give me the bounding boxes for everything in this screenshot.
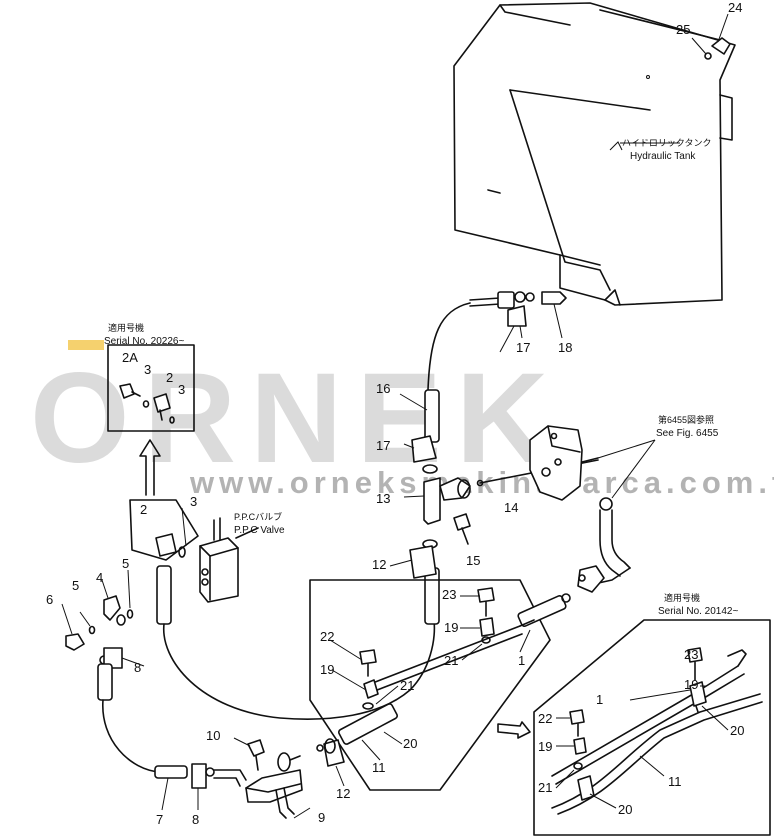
- callout-21-center-top: 21: [444, 653, 458, 668]
- callout-1-center: 1: [518, 653, 525, 668]
- leader-lines: [61, 325, 729, 811]
- callout-17-upper: 17: [516, 340, 530, 355]
- cap-part-24: [691, 13, 731, 60]
- bottom-manifold: [233, 737, 311, 819]
- callout-6: 6: [46, 592, 53, 607]
- inset-serial-20226: [107, 344, 195, 432]
- callout-3-inset-left: 3: [144, 362, 151, 377]
- inset-serial-20142: [533, 619, 771, 836]
- callout-17-lower: 17: [376, 438, 390, 453]
- callout-19-inset-low: 19: [538, 739, 552, 754]
- callout-11-inset: 11: [668, 774, 682, 789]
- callout-2-inset: 2: [166, 370, 173, 385]
- bolt-22: [359, 649, 379, 710]
- callout-7: 7: [156, 812, 163, 827]
- center-frame: [309, 579, 551, 791]
- callout-20-center: 20: [403, 736, 417, 751]
- valve-label-en: P.P.C Valve: [234, 525, 285, 536]
- callout-21-inset: 21: [538, 780, 552, 795]
- pipe-11: [316, 703, 398, 767]
- callout-9: 9: [318, 810, 325, 825]
- callout-19-inset-top: 19: [684, 677, 698, 692]
- callout-20-inset-right: 20: [730, 723, 744, 738]
- serial-bottom-en: Serial No. 20142~: [658, 606, 738, 617]
- serial-top-jp: 適用号機: [108, 322, 144, 333]
- callout-12-lower: 12: [336, 786, 350, 801]
- inset-frame-right: [533, 619, 771, 836]
- tank-label-en: Hydraulic Tank: [630, 151, 696, 162]
- callout-16: 16: [376, 381, 390, 396]
- inset-frame-top: [107, 344, 195, 432]
- callout-21-center-low: 21: [400, 678, 414, 693]
- callout-25: 25: [676, 22, 690, 37]
- valve-block: [529, 425, 656, 501]
- callout-12-upper: 12: [372, 557, 386, 572]
- callout-19-center-top: 19: [444, 620, 458, 635]
- callout-23-center: 23: [442, 587, 456, 602]
- serial-top-en: Serial No. 20226~: [104, 336, 184, 347]
- callout-23-inset: 23: [684, 647, 698, 662]
- annotation-text: ハイドロリックタンク Hydraulic Tank P.P.Cバルブ P.P.C…: [104, 138, 738, 617]
- tank-label-jp: ハイドロリックタンク: [622, 138, 711, 148]
- callout-8-lower: 8: [192, 812, 199, 827]
- callout-3-inset-right: 3: [178, 382, 185, 397]
- callout-5-right: 5: [122, 556, 129, 571]
- callout-14: 14: [504, 500, 518, 515]
- callout-13: 13: [376, 491, 390, 506]
- watermark: ORNEK www.orneksmakinaparca.com.tr: [30, 340, 774, 500]
- watermark-brand: ORNEK: [30, 347, 562, 490]
- callout-2A: 2A: [122, 350, 138, 365]
- right-pipe: [577, 497, 631, 593]
- bolt-23: [477, 587, 495, 644]
- callout-10: 10: [206, 728, 220, 743]
- callout-4: 4: [96, 570, 103, 585]
- callout-5-left: 5: [72, 578, 79, 593]
- left-fittings: [65, 569, 134, 651]
- fig-label-en: See Fig. 6455: [656, 428, 719, 439]
- hydraulic-tank: [453, 2, 736, 306]
- valve-label-jp: P.P.Cバルブ: [234, 511, 282, 522]
- callouts: 24 25 17 18 16 17 13 14 15 12 23 19 21 1…: [46, 0, 744, 827]
- callout-20-inset-low: 20: [618, 802, 632, 817]
- upper-hose-assembly: [469, 291, 567, 339]
- fitting-assembly-2: [129, 499, 199, 561]
- pipe-1: [369, 593, 571, 693]
- callout-18: 18: [558, 340, 572, 355]
- inset-right-arrow: [497, 721, 531, 739]
- callout-22-inset: 22: [538, 711, 552, 726]
- serial-bottom-jp: 適用号機: [664, 592, 700, 603]
- fig-label-jp: 第6455図参照: [658, 414, 714, 425]
- callout-2-mid: 2: [140, 502, 147, 517]
- inset-arrow: [139, 439, 161, 496]
- callout-19-center-low: 19: [320, 662, 334, 677]
- callout-24: 24: [728, 0, 742, 15]
- left-hose-7: [97, 647, 247, 789]
- lower-hose: [156, 539, 440, 720]
- callout-15: 15: [466, 553, 480, 568]
- callout-8-upper: 8: [134, 660, 141, 675]
- watermark-accent: [68, 340, 104, 350]
- callout-11-center: 11: [372, 760, 386, 775]
- callout-1-inset: 1: [596, 692, 603, 707]
- ppc-valve: [199, 517, 259, 603]
- callout-3-mid: 3: [190, 494, 197, 509]
